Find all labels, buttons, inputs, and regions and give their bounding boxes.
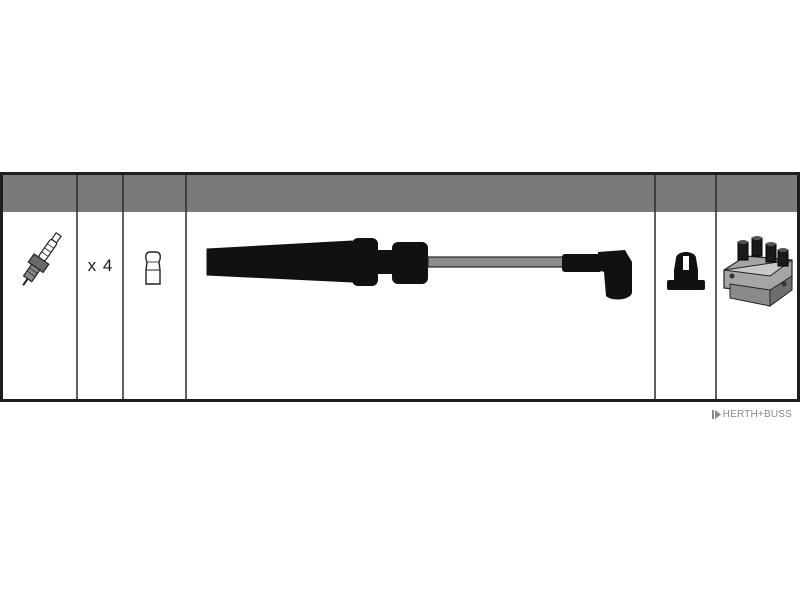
brand-logo: HERTH+BUSS xyxy=(711,409,792,420)
terminal-cap-icon xyxy=(145,251,161,285)
brand-mark-icon xyxy=(711,410,721,419)
ignition-coil-icon xyxy=(723,236,793,307)
parts-diagram: x 4 xyxy=(0,172,800,402)
coil-terminal-cap-icon xyxy=(667,252,705,290)
header-band xyxy=(3,175,797,212)
brand-name: HERTH+BUSS xyxy=(722,409,792,420)
spark-plug-icon xyxy=(22,231,62,286)
diagram-svg xyxy=(0,172,800,402)
ignition-cable-icon xyxy=(206,238,632,300)
quantity-label: x 4 xyxy=(87,256,114,275)
column-dividers xyxy=(76,175,717,399)
